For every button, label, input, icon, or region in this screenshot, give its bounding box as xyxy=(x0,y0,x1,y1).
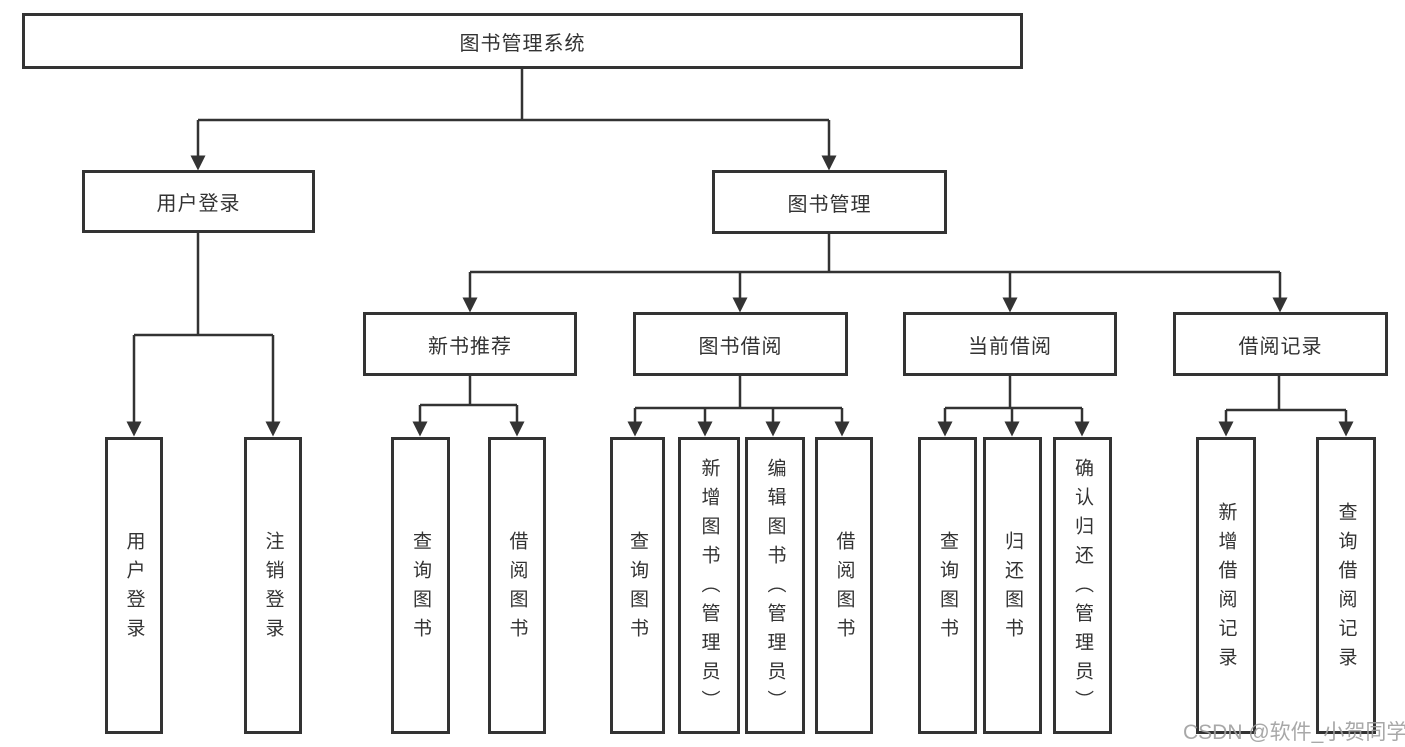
node-book-management-label: 图书管理 xyxy=(787,193,872,216)
csdn-watermark: CSDN @软件_小贺同学 xyxy=(1183,721,1405,744)
node-book-borrow-label: 图书借阅 xyxy=(698,335,783,358)
leaf-borrow-books-recommend: 借阅图书 xyxy=(488,437,546,734)
node-book-management-branch: 图书管理 xyxy=(712,170,947,234)
leaf-logout: 注销登录 xyxy=(244,437,302,734)
leaf-query-books-borrow: 查询图书 xyxy=(610,437,665,734)
leaf-query-borrow-record: 查询借阅记录 xyxy=(1316,437,1376,734)
node-root-library-system: 图书管理系统 xyxy=(22,13,1023,69)
leaf-query-books-borrow-label: 查询图书 xyxy=(627,530,648,647)
leaf-query-books-current-label: 查询图书 xyxy=(937,530,958,647)
leaf-logout-label: 注销登录 xyxy=(262,530,284,647)
node-borrow-records-label: 借阅记录 xyxy=(1238,335,1323,358)
leaf-return-books-label: 归还图书 xyxy=(1002,530,1023,647)
leaf-edit-books-admin: 编辑图书（管理员） xyxy=(745,437,805,734)
leaf-query-borrow-record-label: 查询借阅记录 xyxy=(1335,501,1357,676)
leaf-add-borrow-record-label: 新增借阅记录 xyxy=(1215,501,1237,676)
node-new-book-recommend: 新书推荐 xyxy=(363,312,577,376)
leaf-add-books-admin: 新增图书（管理员） xyxy=(678,437,740,734)
node-root-label: 图书管理系统 xyxy=(459,32,586,55)
node-user-login-label: 用户登录 xyxy=(156,193,241,215)
leaf-confirm-return-admin: 确认归还（管理员） xyxy=(1053,437,1112,734)
leaf-confirm-return-admin-label: 确认归还（管理员） xyxy=(1072,458,1093,719)
node-current-borrow-label: 当前借阅 xyxy=(968,335,1052,358)
node-user-login-branch: 用户登录 xyxy=(82,170,315,233)
leaf-user-login-label: 用户登录 xyxy=(123,530,145,647)
leaf-query-books-recommend-label: 查询图书 xyxy=(410,530,431,647)
leaf-query-books-current: 查询图书 xyxy=(918,437,977,734)
leaf-borrow-books-label: 借阅图书 xyxy=(833,530,855,647)
leaf-add-books-admin-label: 新增图书（管理员） xyxy=(698,458,720,719)
leaf-edit-books-admin-label: 编辑图书（管理员） xyxy=(764,458,786,719)
leaf-add-borrow-record: 新增借阅记录 xyxy=(1196,437,1256,734)
leaf-user-login: 用户登录 xyxy=(105,437,163,734)
node-current-borrow: 当前借阅 xyxy=(903,312,1117,376)
leaf-return-books: 归还图书 xyxy=(983,437,1042,734)
leaf-borrow-books: 借阅图书 xyxy=(815,437,873,734)
node-book-borrow: 图书借阅 xyxy=(633,312,848,376)
leaf-query-books-recommend: 查询图书 xyxy=(391,437,450,734)
leaf-borrow-books-recommend-label: 借阅图书 xyxy=(506,530,528,647)
node-borrow-records: 借阅记录 xyxy=(1173,312,1388,376)
node-new-book-recommend-label: 新书推荐 xyxy=(428,335,512,358)
